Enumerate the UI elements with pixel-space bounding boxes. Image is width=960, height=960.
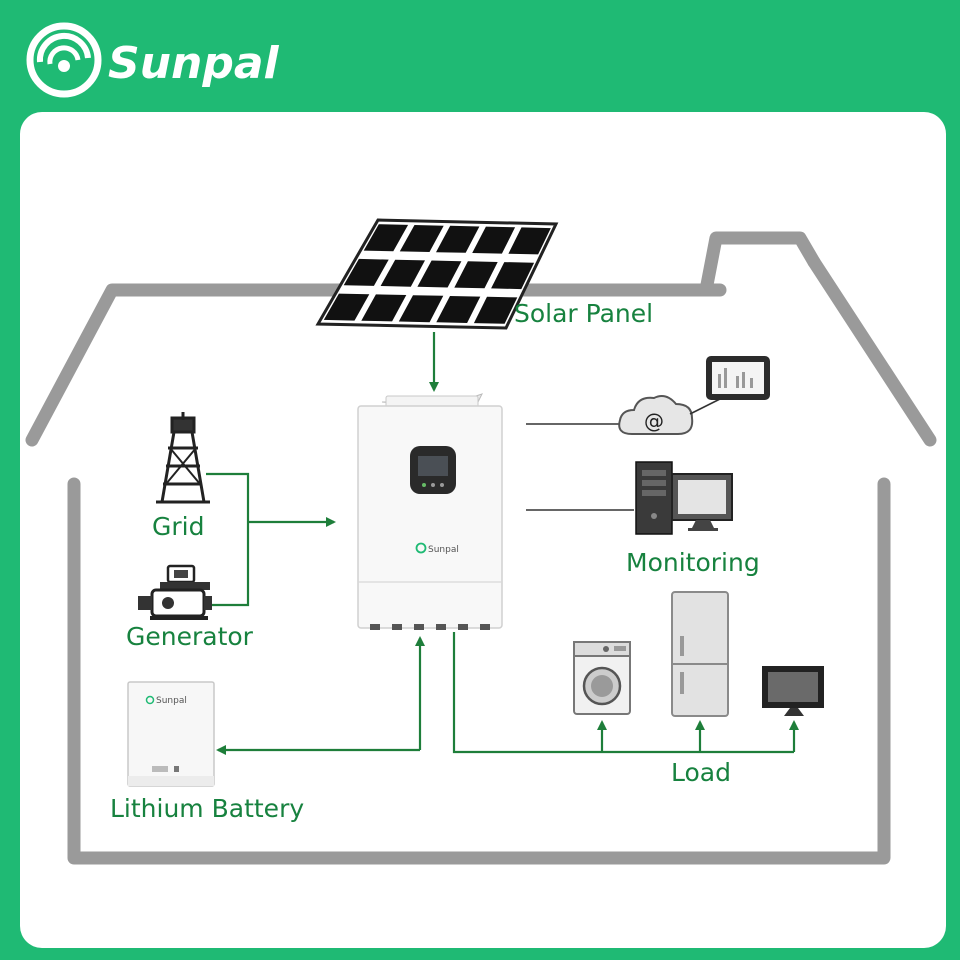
generator-label: Generator bbox=[126, 622, 254, 651]
battery-logo-icon bbox=[145, 695, 155, 705]
solar-cell bbox=[380, 259, 425, 287]
grid-generator-connection bbox=[206, 472, 336, 607]
lithium-battery: Sunpal bbox=[127, 681, 215, 787]
cloud-at-symbol: @ bbox=[644, 409, 664, 433]
load-flow bbox=[452, 632, 799, 754]
grid-tower-icon bbox=[156, 412, 210, 504]
battery-flow bbox=[216, 636, 425, 755]
cloud-icon: @ bbox=[618, 395, 694, 435]
solar-cell bbox=[454, 261, 498, 289]
brand-logo: Sunpal bbox=[26, 22, 280, 98]
generator-icon bbox=[138, 564, 212, 620]
brand-name: Sunpal bbox=[108, 38, 280, 89]
monitoring-label: Monitoring bbox=[626, 548, 760, 577]
washing-machine-icon bbox=[573, 641, 631, 715]
solar-cell bbox=[436, 296, 481, 323]
inverter-logo-icon bbox=[415, 542, 427, 554]
solar-cell bbox=[398, 295, 444, 323]
load-label: Load bbox=[671, 758, 731, 787]
tablet-icon bbox=[706, 356, 770, 400]
solar-cell bbox=[508, 227, 551, 255]
lithium-battery-label: Lithium Battery bbox=[110, 794, 304, 823]
inverter: Sunpal bbox=[357, 393, 503, 630]
solar-cell bbox=[417, 260, 462, 288]
inverter-logo-text: Sunpal bbox=[428, 545, 459, 555]
solar-cell bbox=[363, 224, 409, 252]
solar-panel-label: Solar Panel bbox=[514, 299, 653, 328]
solar-cell bbox=[473, 296, 518, 324]
computer-icon bbox=[635, 461, 733, 535]
sunpal-swirl-icon bbox=[26, 22, 102, 98]
battery-logo-text: Sunpal bbox=[156, 696, 187, 706]
solar-cell bbox=[343, 258, 389, 286]
solar-cell bbox=[436, 225, 480, 253]
solar-cell bbox=[491, 262, 535, 290]
grid-label: Grid bbox=[152, 512, 204, 541]
cloud-to-tablet-wire bbox=[689, 397, 723, 415]
solar-cell bbox=[323, 293, 370, 321]
solar-panel bbox=[315, 218, 559, 330]
solar-cell bbox=[399, 225, 444, 252]
refrigerator-icon bbox=[671, 591, 729, 717]
solar-cell bbox=[472, 226, 516, 254]
solar-cells bbox=[323, 224, 551, 324]
television-icon bbox=[762, 666, 824, 716]
solar-cell bbox=[361, 294, 407, 322]
